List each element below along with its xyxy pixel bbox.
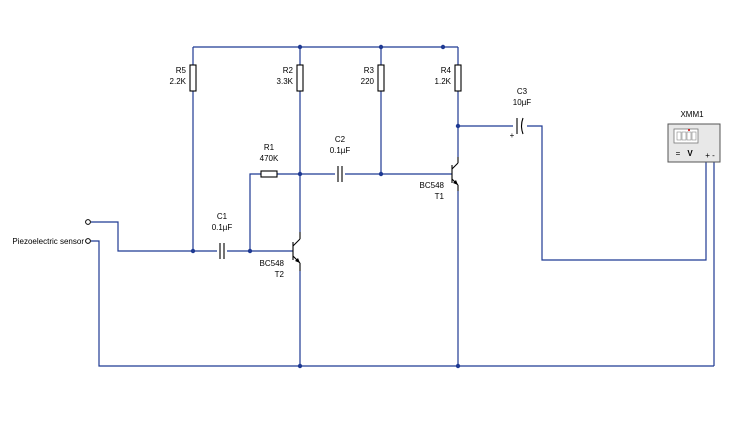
- sensor-terminal-bottom: [85, 238, 91, 244]
- c2-ref: C2: [335, 135, 346, 144]
- resistor-r4[interactable]: R4 1.2K: [435, 64, 462, 92]
- wires: [91, 46, 715, 367]
- junctions: [190, 44, 461, 369]
- junction-dot: [297, 44, 303, 50]
- meter-mode-glyph: =: [676, 149, 681, 158]
- c3-value: 10µF: [513, 98, 532, 107]
- r2-ref: R2: [283, 66, 294, 75]
- capacitor-c1[interactable]: C1 0.1µF: [212, 212, 233, 259]
- transistor-t2[interactable]: BC548 T2: [260, 232, 301, 279]
- multimeter-xmm1[interactable]: XMM1 = V + -: [667, 110, 721, 163]
- resistor-r3[interactable]: R3 220: [361, 64, 385, 92]
- r4-ref: R4: [441, 66, 452, 75]
- r3-value: 220: [361, 77, 375, 86]
- piezo-sensor[interactable]: Piezoelectric sensor: [12, 219, 91, 246]
- c1-value: 0.1µF: [212, 223, 233, 232]
- c3-ref: C3: [517, 87, 528, 96]
- r2-value: 3.3K: [277, 77, 294, 86]
- sensor-label: Piezoelectric sensor: [12, 237, 84, 246]
- r1-ref: R1: [264, 143, 275, 152]
- t2-ref: T2: [275, 270, 285, 279]
- meter-indicator-dot: [688, 129, 690, 131]
- resistor-r2[interactable]: R2 3.3K: [277, 64, 304, 92]
- r1-value: 470K: [260, 154, 279, 163]
- sensor-terminal-top: [85, 219, 91, 225]
- junction-dot: [378, 171, 384, 177]
- c2-value: 0.1µF: [330, 146, 351, 155]
- c3-polarity: +: [510, 131, 515, 140]
- capacitor-c3[interactable]: + C3 10µF: [510, 87, 532, 140]
- wire-sensor-return: [91, 240, 714, 367]
- r5-value: 2.2K: [170, 77, 187, 86]
- junction-dot: [440, 44, 446, 50]
- t2-model: BC548: [260, 259, 285, 268]
- junction-dot: [455, 123, 461, 129]
- resistor-r1[interactable]: R1 470K: [260, 143, 279, 178]
- r4-value: 1.2K: [435, 77, 452, 86]
- junction-dot: [297, 363, 303, 369]
- junction-dot: [378, 44, 384, 50]
- r5-ref: R5: [176, 66, 187, 75]
- resistor-r5[interactable]: R5 2.2K: [170, 64, 197, 92]
- junction-dot: [247, 248, 253, 254]
- wire-r1-left: [249, 173, 261, 251]
- meter-display-digits: [676, 131, 697, 141]
- wire-sensor-input: [91, 221, 217, 252]
- capacitor-c2[interactable]: C2 0.1µF: [330, 135, 351, 182]
- junction-dot: [455, 363, 461, 369]
- r3-ref: R3: [364, 66, 375, 75]
- junction-dot: [297, 171, 303, 177]
- wire-c3-to-meter: [527, 125, 707, 261]
- meter-terminals: + -: [705, 151, 715, 160]
- c1-ref: C1: [217, 212, 228, 221]
- meter-mode: V: [687, 149, 693, 158]
- xmm1-ref: XMM1: [680, 110, 704, 119]
- t1-model: BC548: [420, 181, 445, 190]
- transistor-t1[interactable]: BC548 T1: [420, 157, 459, 201]
- t1-ref: T1: [435, 192, 445, 201]
- junction-dot: [190, 248, 196, 254]
